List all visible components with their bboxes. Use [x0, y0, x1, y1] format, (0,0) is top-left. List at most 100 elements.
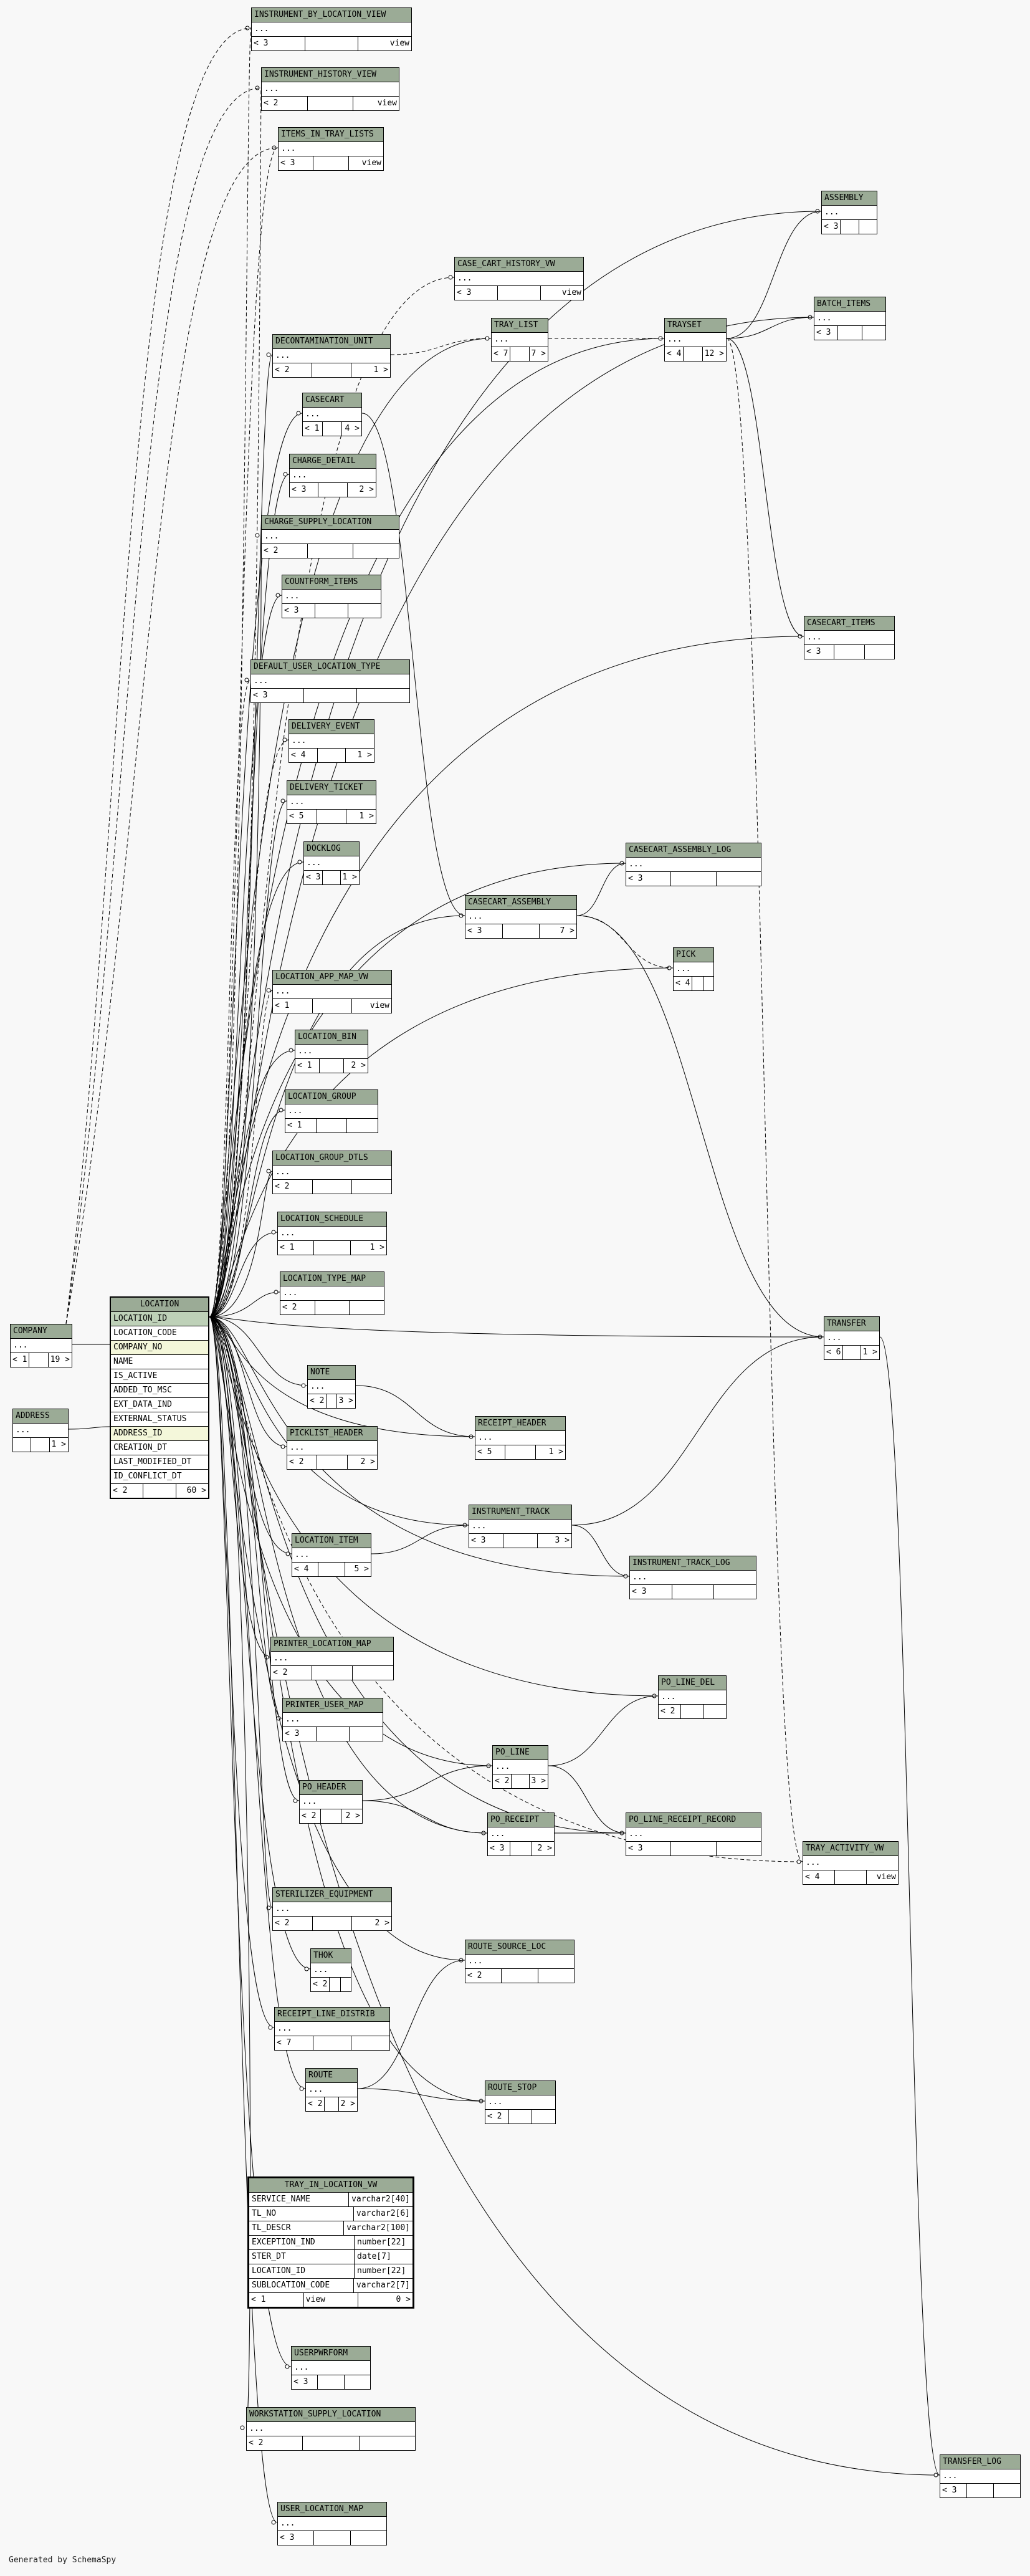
- table-route-stop[interactable]: ROUTE_STOP...< 2: [485, 2080, 556, 2124]
- table-pick[interactable]: PICK...< 4: [673, 947, 714, 991]
- relationship-line: [209, 1109, 285, 1318]
- table-name: TRANSFER_LOG: [940, 2455, 1020, 2469]
- table-name: DELIVERY_EVENT: [289, 720, 374, 734]
- table-name: COUNTFORM_ITEMS: [282, 575, 381, 590]
- parent-count: 1 >: [346, 810, 376, 823]
- relationship-line: [362, 1800, 488, 1834]
- table-column-row: ...: [824, 1331, 879, 1346]
- footer-cell: [312, 1917, 352, 1930]
- relationship-line: [209, 354, 273, 1318]
- child-count: < 4: [675, 979, 690, 988]
- table-po-line-del[interactable]: PO_LINE_DEL...< 2: [658, 1675, 727, 1719]
- table-address[interactable]: ADDRESS...1 >: [12, 1409, 69, 1452]
- column-name: SERVICE_NAME: [249, 2193, 350, 2206]
- relationship-endpoint: [285, 2364, 290, 2369]
- table-name: PICKLIST_HEADER: [287, 1427, 377, 1441]
- child-count: < 3: [806, 647, 821, 656]
- table-printer-location-map[interactable]: PRINTER_LOCATION_MAP...< 2: [270, 1637, 394, 1680]
- table-po-line-receipt-record[interactable]: PO_LINE_RECEIPT_RECORD...< 3: [626, 1812, 761, 1856]
- table-name: LOCATION_BIN: [295, 1030, 368, 1045]
- location-column: LAST_MODIFIED_DT: [111, 1455, 208, 1470]
- table-assembly[interactable]: ASSEMBLY...< 3: [821, 191, 877, 234]
- table-default-user-location-type[interactable]: DEFAULT_USER_LOCATION_TYPE...< 3: [250, 659, 410, 703]
- footer-cell: [315, 604, 348, 618]
- table-footer: < 3: [626, 1842, 761, 1855]
- relationship-line: [209, 915, 465, 1318]
- relationship-endpoint: [280, 798, 285, 803]
- child-count: < 7: [494, 349, 508, 358]
- table-column-row: ...: [251, 674, 409, 689]
- table-batch-items[interactable]: BATCH_ITEMS...< 3: [814, 297, 886, 340]
- table-footer: < 2: [280, 1301, 384, 1314]
- table-countform-items[interactable]: COUNTFORM_ITEMS...< 3: [282, 575, 381, 618]
- table-user-location-map[interactable]: USER_LOCATION_MAP...< 3: [277, 2502, 387, 2545]
- table-name: CASECART_ITEMS: [804, 616, 894, 631]
- table-column-row: ...: [311, 1963, 351, 1978]
- table-casecart-items[interactable]: CASECART_ITEMS...< 3: [804, 616, 895, 659]
- relationship-endpoint: [271, 2520, 276, 2525]
- child-count: < 1: [275, 1001, 290, 1010]
- footer-cell: [670, 872, 715, 886]
- table-tho[interactable]: THOK...< 2: [310, 1948, 351, 1992]
- footer-cell: [322, 422, 342, 436]
- relationship-line: [209, 967, 674, 1318]
- table-location-type-map[interactable]: LOCATION_TYPE_MAP...< 2: [280, 1271, 384, 1315]
- table-column-row: ...: [492, 333, 548, 347]
- table-name: DELIVERY_TICKET: [287, 781, 376, 795]
- child-count: < 2: [264, 546, 279, 555]
- relationship-line: [357, 2088, 485, 2102]
- location-column: ID_CONFLICT_DT: [111, 1470, 208, 1484]
- table-name: INSTRUMENT_TRACK_LOG: [630, 1556, 756, 1571]
- table-casecart-assembly-log[interactable]: CASECART_ASSEMBLY_LOG...< 3: [626, 843, 761, 886]
- table-location-group[interactable]: LOCATION_GROUP...< 1: [285, 1089, 378, 1133]
- table-receipt-line-distrib[interactable]: RECEIPT_LINE_DISTRIB...< 7: [274, 2007, 390, 2051]
- table-transfer-log[interactable]: TRANSFER_LOG...< 3: [940, 2454, 1021, 2498]
- table-printer-user-map[interactable]: PRINTER_USER_MAP...< 3: [282, 1698, 383, 1741]
- footer-cell: [302, 2436, 358, 2450]
- table-route-source-loc[interactable]: ROUTE_SOURCE_LOC...< 2: [465, 1940, 575, 1983]
- table-column-row: ...: [282, 590, 381, 604]
- table-name: TRAY_ACTIVITY_VW: [803, 1842, 898, 1856]
- table-location-group-dtls[interactable]: LOCATION_GROUP_DTLS...< 2: [272, 1151, 392, 1194]
- footer-cell: [312, 999, 352, 1013]
- table-userpwrform[interactable]: USERPWRFORM...< 3: [291, 2346, 371, 2390]
- child-count: < 2: [302, 1811, 317, 1821]
- table-footer: < 2: [311, 1978, 351, 1991]
- footer-cell: [320, 1809, 341, 1823]
- table-workstation-supply-location[interactable]: WORKSTATION_SUPPLY_LOCATION...< 2: [246, 2407, 416, 2451]
- table-charge-supply-location[interactable]: CHARGE_SUPPLY_LOCATION...< 2: [261, 515, 399, 558]
- table-instrument-track-log[interactable]: INSTRUMENT_TRACK_LOG...< 3: [629, 1556, 756, 1599]
- relationship-line: [68, 1426, 110, 1430]
